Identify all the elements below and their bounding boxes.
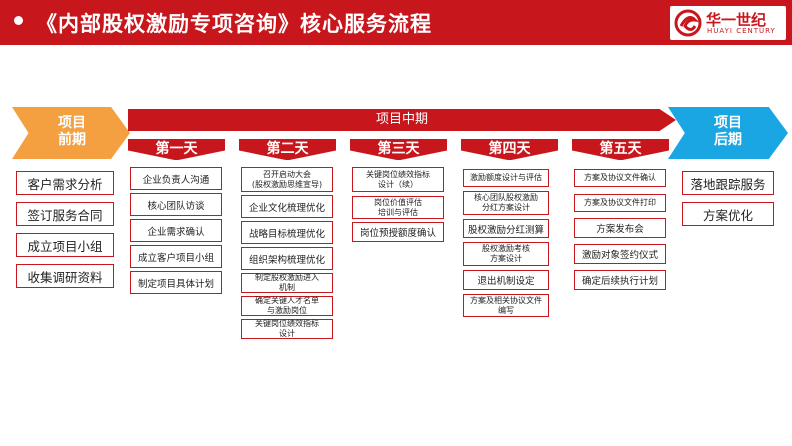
- pre-item: 签订服务合同: [16, 202, 114, 226]
- day1-item: 成立客户项目小组: [130, 245, 222, 268]
- day1-item: 制定项目具体计划: [130, 271, 222, 294]
- pre-item: 成立项目小组: [16, 233, 114, 257]
- day5-item: 确定后续执行计划: [574, 270, 666, 290]
- day1-item: 核心团队访谈: [130, 193, 222, 216]
- pre-phase-arrow: [12, 107, 130, 159]
- post-phase-line2: 后期: [714, 132, 742, 148]
- day-header-5: 第五天: [572, 139, 669, 160]
- logo-swirl-icon: [674, 9, 702, 37]
- day5-item: 方案及协议文件打印: [574, 194, 666, 212]
- day4-item: 退出机制设定: [463, 270, 549, 290]
- post-item: 落地跟踪服务: [682, 171, 774, 195]
- day4-item: 股权激励考核 方案设计: [463, 242, 549, 266]
- day5-item: 方案发布会: [574, 218, 666, 238]
- page-title: 《内部股权激励专项咨询》核心服务流程: [36, 12, 432, 36]
- day2-item: 企业文化梳理优化: [241, 195, 333, 218]
- post-phase-line1: 项目: [714, 115, 742, 131]
- day3-item: 岗位预授额度确认: [352, 222, 444, 242]
- day3-item: 岗位价值评估 培训与评估: [352, 196, 444, 219]
- day2-item: 召开启动大会 (股权激励思维宣导): [241, 167, 333, 192]
- day4-item: 核心团队股权激励 分红方案设计: [463, 191, 549, 215]
- pre-phase-line2: 前期: [58, 132, 86, 148]
- title-bar: 《内部股权激励专项咨询》核心服务流程 华一世纪 HUAYI CENTURY: [0, 0, 792, 45]
- mid-phase-label: 项目中期: [375, 112, 428, 127]
- post-phase-label: 项目 后期: [700, 115, 756, 149]
- bullet-icon: [14, 16, 23, 25]
- day4-item: 股权激励分红测算: [463, 219, 549, 238]
- post-phase-arrow: [668, 107, 788, 159]
- day3-item: 关键岗位绩效指标 设计（续）: [352, 167, 444, 192]
- day4-item: 方案及相关协议文件 编写: [463, 294, 549, 317]
- day5-item: 激励对象签约仪式: [574, 244, 666, 264]
- day-header-4: 第四天: [461, 139, 558, 160]
- day2-item: 战略目标梳理优化: [241, 221, 333, 244]
- day5-item: 方案及协议文件确认: [574, 169, 666, 187]
- day2-item: 组织架构梳理优化: [241, 247, 333, 270]
- post-item: 方案优化: [682, 202, 774, 226]
- mid-phase-arrow: [128, 109, 676, 131]
- pre-item: 收集调研资料: [16, 264, 114, 288]
- company-logo: 华一世纪 HUAYI CENTURY: [670, 6, 786, 40]
- day2-item: 关键岗位绩效指标 设计: [241, 319, 333, 339]
- pre-phase-label: 项目 前期: [44, 115, 100, 149]
- pre-phase-line1: 项目: [58, 115, 86, 131]
- pre-item: 客户需求分析: [16, 171, 114, 195]
- day-header-3: 第三天: [350, 139, 447, 160]
- logo-subtext: HUAYI CENTURY: [707, 27, 776, 35]
- day2-item: 制定股权激励进入 机制: [241, 273, 333, 293]
- day1-item: 企业需求确认: [130, 219, 222, 242]
- day-header-2: 第二天: [239, 139, 336, 160]
- day2-item: 确定关键人才名单 与激励岗位: [241, 296, 333, 316]
- day4-item: 激励额度设计与评估: [463, 169, 549, 187]
- day1-item: 企业负责人沟通: [130, 167, 222, 190]
- day-header-1: 第一天: [128, 139, 225, 160]
- logo-text: 华一世纪: [706, 11, 767, 29]
